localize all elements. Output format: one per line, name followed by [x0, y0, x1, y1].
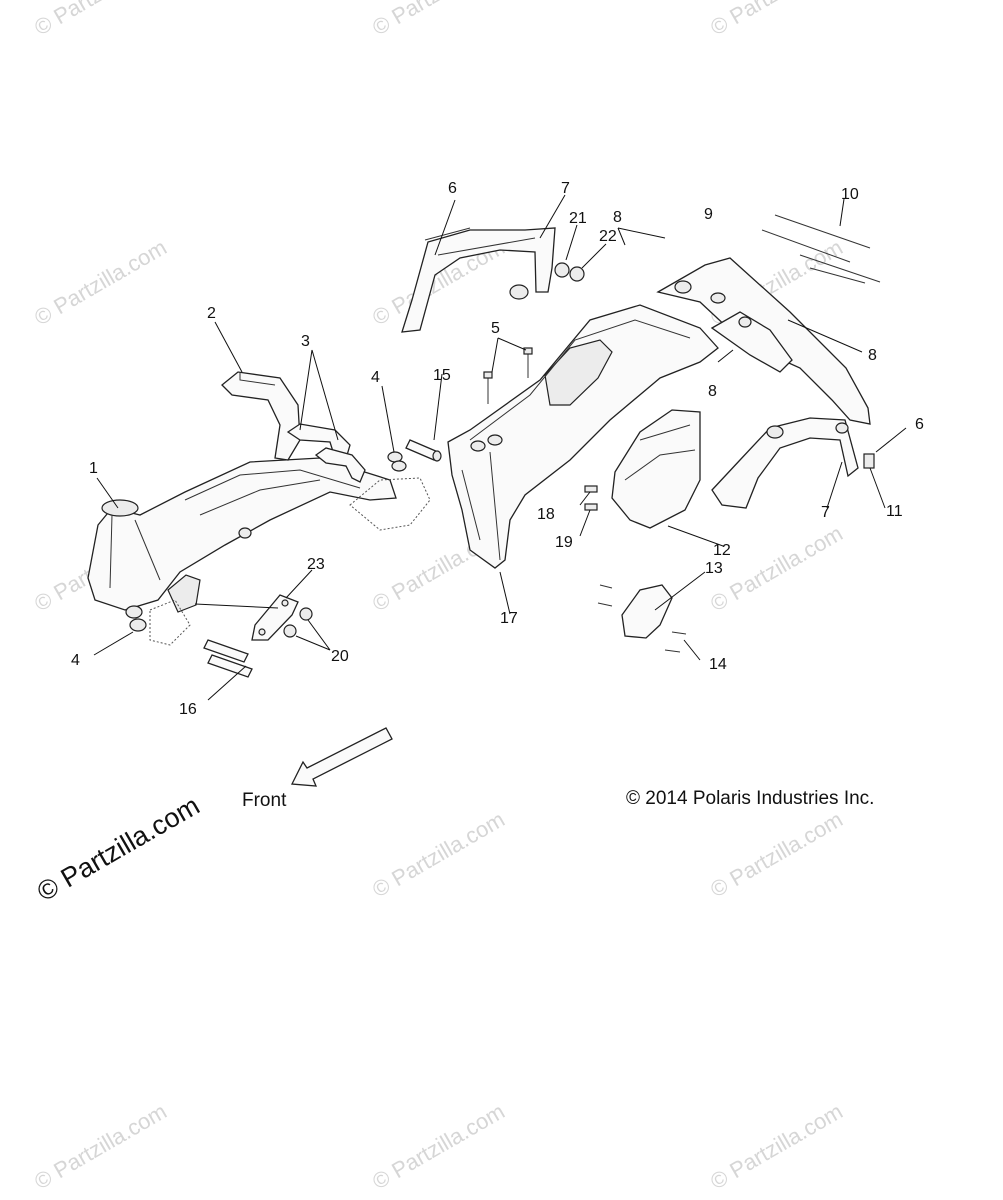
callout-4: 4 [71, 652, 80, 669]
part-brackets [286, 423, 366, 483]
leader-lines [93, 194, 907, 701]
callout-10: 10 [841, 186, 859, 203]
callout-labels: 1 2 3 4 4 5 6 6 7 7 8 8 8 9 10 11 12 13 … [71, 180, 924, 718]
part-link [251, 594, 299, 641]
callout-6: 6 [448, 180, 457, 197]
callout-3: 3 [301, 333, 310, 350]
watermark-text: © Partzilla.com [368, 0, 509, 40]
watermark-text: © Partzilla.com [706, 0, 847, 40]
callout-7: 7 [561, 180, 570, 197]
part-wiring [761, 214, 881, 284]
callout-13: 13 [705, 560, 723, 577]
watermark-text: © Partzilla.com [30, 0, 171, 40]
part-shield [611, 409, 701, 529]
callout-6: 6 [915, 416, 924, 433]
part-spacers [554, 262, 585, 282]
watermark-text: © Partzilla.com [706, 807, 847, 903]
watermark-text: © Partzilla.com [706, 521, 847, 617]
front-label: Front [242, 790, 287, 811]
callout-15: 15 [433, 367, 451, 384]
front-arrow [290, 727, 393, 787]
watermark-text: © Partzilla.com [368, 807, 509, 903]
part-keys [584, 485, 598, 511]
callout-5: 5 [491, 320, 500, 337]
watermark-text: © Partzilla.com [30, 235, 171, 331]
part-pin [405, 439, 442, 462]
callout-1: 1 [89, 460, 98, 477]
watermark-text-large: © Partzilla.com [32, 790, 205, 907]
callout-4: 4 [371, 369, 380, 386]
callout-8: 8 [868, 347, 877, 364]
part-rear-frame [656, 257, 871, 425]
part-bushings [283, 607, 313, 638]
callout-17: 17 [500, 610, 518, 627]
copyright-text: © 2014 Polaris Industries Inc. [626, 788, 874, 809]
callout-16: 16 [179, 701, 197, 718]
callout-2: 2 [207, 305, 216, 322]
callout-14: 14 [709, 656, 727, 673]
watermark-text: © Partzilla.com [30, 1099, 171, 1195]
callout-22: 22 [599, 228, 617, 245]
part-clip [863, 453, 875, 469]
callout-12: 12 [713, 542, 731, 559]
part-lower-bracket [711, 417, 859, 509]
callout-18: 18 [537, 506, 555, 523]
callout-23: 23 [307, 556, 325, 573]
part-plate [597, 584, 687, 653]
part-center-frame [447, 304, 719, 569]
callout-21: 21 [569, 210, 587, 227]
part-clamp [221, 371, 301, 461]
part-screws [483, 347, 533, 404]
watermark-text: © Partzilla.com [706, 1099, 847, 1195]
callout-8: 8 [613, 209, 622, 226]
callout-9: 9 [704, 206, 713, 223]
watermark-text: © Partzilla.com [368, 1099, 509, 1195]
callout-7: 7 [821, 504, 830, 521]
part-upper-bracket [401, 227, 556, 333]
part-nut [125, 451, 407, 632]
part-pins [203, 639, 253, 678]
callout-20: 20 [331, 648, 349, 665]
part-front-frame [87, 457, 431, 646]
callout-19: 19 [555, 534, 573, 551]
callout-11: 11 [886, 503, 903, 520]
callout-8: 8 [708, 383, 717, 400]
